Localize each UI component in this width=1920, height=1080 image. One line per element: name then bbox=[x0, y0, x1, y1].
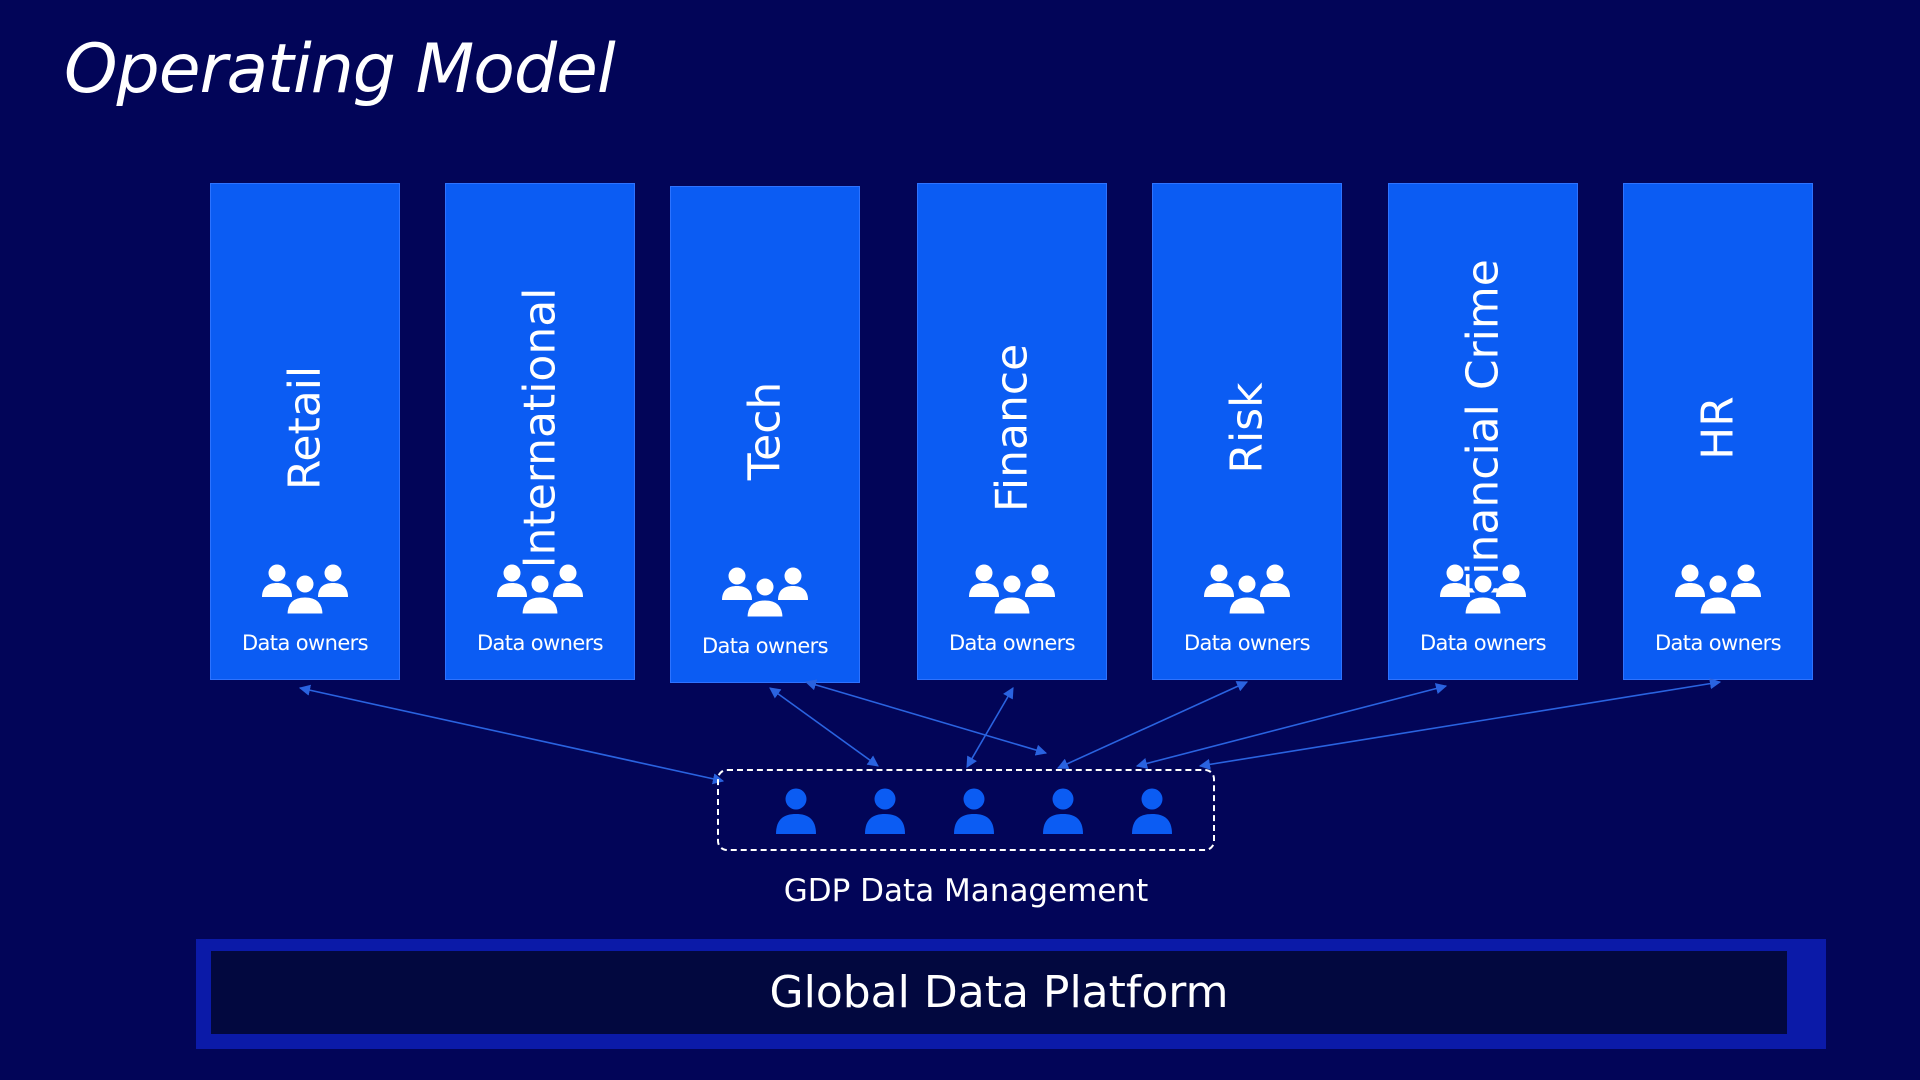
column-label: HR bbox=[1692, 396, 1744, 460]
connector-tech-a bbox=[769, 687, 879, 767]
page-title: Operating Model bbox=[64, 30, 616, 109]
connector-retail bbox=[298, 684, 725, 785]
connector-financial-crime bbox=[1135, 683, 1448, 769]
group-icon bbox=[1204, 561, 1290, 615]
column-finance: Finance Data owners bbox=[917, 183, 1107, 680]
data-owners-label: Data owners bbox=[1183, 631, 1311, 655]
group-icon bbox=[722, 564, 808, 618]
person-icon bbox=[863, 788, 907, 834]
connector-risk bbox=[1056, 681, 1249, 769]
global-data-platform-inner: Global Data Platform bbox=[211, 951, 1787, 1034]
connector-tech-b bbox=[804, 679, 1048, 756]
data-owners-label: Data owners bbox=[1654, 631, 1782, 655]
column-international: International Data owners bbox=[445, 183, 635, 680]
column-label: Tech bbox=[739, 381, 791, 481]
data-owners-label: Data owners bbox=[241, 631, 369, 655]
data-owners-label: Data owners bbox=[701, 634, 829, 658]
column-label: Financial Crime bbox=[1457, 259, 1509, 597]
data-owners-label: Data owners bbox=[948, 631, 1076, 655]
group-icon bbox=[1675, 561, 1761, 615]
connector-finance bbox=[966, 687, 1014, 768]
gdp-team-box bbox=[717, 769, 1215, 851]
column-label: Risk bbox=[1221, 382, 1273, 474]
group-icon bbox=[262, 561, 348, 615]
column-risk: Risk Data owners bbox=[1152, 183, 1342, 680]
group-icon bbox=[1440, 561, 1526, 615]
connector-hr bbox=[1198, 678, 1722, 770]
global-data-platform: Global Data Platform bbox=[196, 939, 1826, 1049]
person-icon bbox=[1041, 788, 1085, 834]
column-hr: HR Data owners bbox=[1623, 183, 1813, 680]
column-label: International bbox=[514, 287, 566, 569]
data-owners-label: Data owners bbox=[1419, 631, 1547, 655]
person-icon bbox=[1130, 788, 1174, 834]
column-retail: Retail Data owners bbox=[210, 183, 400, 680]
group-icon bbox=[497, 561, 583, 615]
global-data-platform-label: Global Data Platform bbox=[769, 967, 1229, 1018]
data-owners-label: Data owners bbox=[476, 631, 604, 655]
column-tech: Tech Data owners bbox=[670, 186, 860, 683]
person-icon bbox=[952, 788, 996, 834]
person-icon bbox=[774, 788, 818, 834]
column-label: Finance bbox=[986, 343, 1038, 513]
group-icon bbox=[969, 561, 1055, 615]
column-label: Retail bbox=[279, 365, 331, 491]
gdp-data-management-label: GDP Data Management bbox=[783, 873, 1149, 909]
column-financial-crime: Financial Crime Data owners bbox=[1388, 183, 1578, 680]
